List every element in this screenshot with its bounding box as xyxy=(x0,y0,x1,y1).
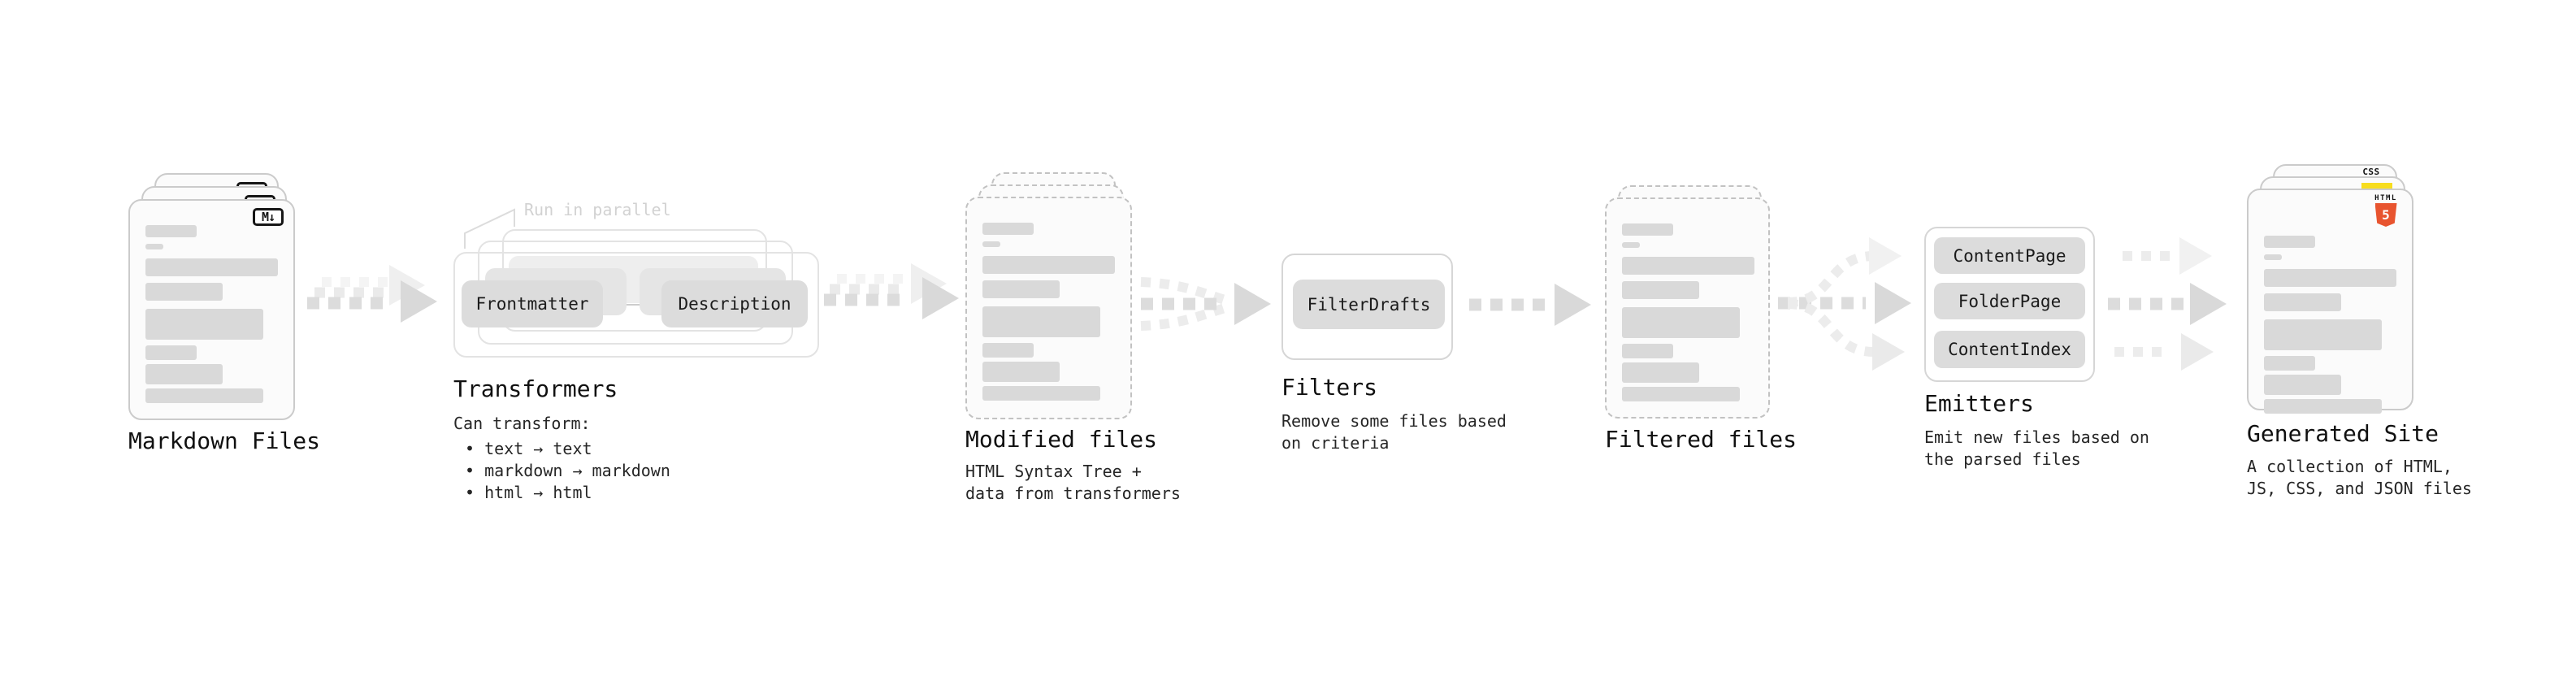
generated-site-desc: JS, CSS, and JSON files xyxy=(2247,479,2472,498)
text-line-bar xyxy=(2264,293,2341,311)
text-line-bar xyxy=(145,283,223,301)
text-line-bar xyxy=(982,280,1060,298)
transformers-desc-title: Can transform: xyxy=(453,414,591,433)
text-line-bar xyxy=(1622,344,1673,358)
text-line-bar xyxy=(1622,223,1673,236)
stage-label-filtered-files: Filtered files xyxy=(1605,426,1798,453)
emitters-desc: Emit new files based on xyxy=(1924,427,2149,447)
file-content-bars xyxy=(145,225,278,403)
html5-icon: HTML 5 xyxy=(2370,194,2402,227)
css-icon-label: CSS xyxy=(2362,167,2380,177)
modified-files-desc: data from transformers xyxy=(965,484,1181,503)
transformer-stack-front xyxy=(453,252,819,358)
merge-curve-top xyxy=(1140,277,1232,306)
text-line-bar xyxy=(2264,375,2341,395)
transformers-bullet: • markdown → markdown xyxy=(465,461,670,480)
file-card-front-html: HTML 5 xyxy=(2247,189,2413,414)
file-card-front xyxy=(1605,197,1770,419)
text-line-bar xyxy=(982,343,1034,358)
transformer-pill-description: Description xyxy=(661,280,808,327)
text-line-bar xyxy=(145,345,197,360)
text-line-bar xyxy=(145,364,223,384)
text-line-bar xyxy=(1622,242,1640,248)
run-in-parallel-note: Run in parallel xyxy=(524,200,671,219)
stage-label-markdown-files: Markdown Files xyxy=(128,427,321,454)
arrowhead-light xyxy=(1872,333,1905,371)
arrowhead xyxy=(1875,282,1911,324)
transformer-pill-frontmatter: Frontmatter xyxy=(462,280,603,327)
text-line-bar xyxy=(982,306,1100,337)
text-line-bar xyxy=(2264,269,2396,287)
file-content-bars xyxy=(2264,236,2396,414)
arrowhead-light xyxy=(1869,237,1902,275)
arrow-markdown-to-transformers xyxy=(307,265,437,323)
html5-icon-word: HTML xyxy=(2374,194,2397,202)
text-line-bar xyxy=(2264,356,2315,371)
emitters-desc: the parsed files xyxy=(1924,449,2081,469)
text-line-bar xyxy=(982,362,1060,382)
file-card-front: M↓ xyxy=(128,199,295,420)
text-line-bar xyxy=(145,309,263,340)
stage-label-transformers: Transformers xyxy=(453,375,618,402)
filters-desc: Remove some files based xyxy=(1281,411,1507,431)
text-line-bar xyxy=(2264,254,2282,260)
markdown-icon: M↓ xyxy=(253,208,284,226)
stage-label-filters: Filters xyxy=(1281,374,1378,401)
modified-files-desc: HTML Syntax Tree + xyxy=(965,462,1142,481)
text-line-bar xyxy=(1622,387,1740,401)
text-line-bar xyxy=(145,244,163,249)
filters-desc: on criteria xyxy=(1281,433,1390,453)
filter-pill-filterdrafts: FilterDrafts xyxy=(1293,280,1445,329)
arrow-transformers-to-modified xyxy=(824,263,959,319)
filters-container xyxy=(1281,254,1453,360)
arrowhead-light xyxy=(2181,333,2214,371)
text-line-bar xyxy=(1622,362,1699,383)
arrowhead xyxy=(1234,283,1271,325)
arrows-emitters-to-site xyxy=(2108,237,2227,371)
stage-label-emitters: Emitters xyxy=(1924,390,2034,417)
transformers-bullet: • html → html xyxy=(465,483,592,502)
stage-label-modified-files: Modified files xyxy=(965,426,1158,453)
arrowhead-light xyxy=(2179,237,2212,275)
text-line-bar xyxy=(145,388,263,403)
fork-curve-bottom xyxy=(1787,299,1875,357)
html5-icon-shield: 5 xyxy=(2374,203,2397,227)
text-line-bar xyxy=(2264,319,2382,350)
arrow-filters-to-filtered xyxy=(1469,284,1591,326)
text-line-bar xyxy=(2264,399,2382,414)
emitters-container xyxy=(1924,227,2095,382)
stage-label-generated-site: Generated Site xyxy=(2247,420,2439,447)
text-line-bar xyxy=(145,258,278,276)
transformers-bullet: • text → text xyxy=(465,439,592,458)
text-line-bar xyxy=(2264,236,2315,248)
arrowhead xyxy=(922,277,959,319)
arrowhead xyxy=(1555,284,1591,326)
text-line-bar xyxy=(982,256,1115,274)
text-line-bar xyxy=(1622,257,1754,275)
text-line-bar xyxy=(982,241,1000,247)
text-line-bar xyxy=(1622,281,1699,299)
merge-curve-bottom xyxy=(1140,301,1232,331)
emitter-pill-folderpage: FolderPage xyxy=(1934,283,2085,319)
text-line-bar xyxy=(145,225,197,237)
text-line-bar xyxy=(982,386,1100,401)
arrowhead-ghost xyxy=(389,265,425,306)
arrowhead xyxy=(2190,283,2227,325)
text-line-bar xyxy=(1622,307,1740,338)
file-card-front xyxy=(965,197,1132,419)
text-line-bar xyxy=(982,223,1034,235)
html5-icon-number: 5 xyxy=(2382,207,2390,223)
arrow-merge-to-filters xyxy=(1140,277,1271,331)
emitter-pill-contentindex: ContentIndex xyxy=(1934,331,2085,368)
arrowhead-ghost xyxy=(911,263,947,304)
generated-site-desc: A collection of HTML, xyxy=(2247,457,2452,476)
arrowhead xyxy=(401,280,437,323)
file-content-bars xyxy=(1622,223,1754,401)
file-content-bars xyxy=(982,223,1115,401)
arrow-fork-to-emitters xyxy=(1778,237,1911,371)
emitter-pill-contentpage: ContentPage xyxy=(1934,237,2085,274)
fork-curve-top xyxy=(1787,251,1875,307)
